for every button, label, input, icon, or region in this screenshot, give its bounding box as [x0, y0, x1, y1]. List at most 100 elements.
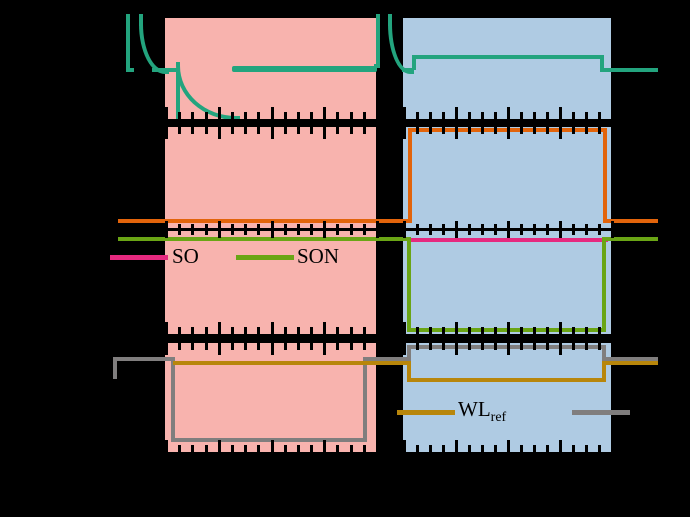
axis-tick [455, 107, 458, 119]
trace-son-seg [407, 328, 605, 332]
axis-tick [442, 343, 445, 350]
axis-tick [559, 322, 562, 334]
axis-tick [403, 107, 406, 119]
axis-middle-panel-mid [165, 228, 376, 231]
axis-tick [611, 440, 614, 452]
axis-tick [376, 221, 379, 228]
axis-tick [257, 445, 260, 452]
axis-tick [468, 224, 471, 228]
axis-tick [284, 231, 287, 235]
axis-tick [481, 112, 484, 119]
axis-tick [494, 231, 497, 235]
axis-tick [429, 224, 432, 228]
trace-son-seg [118, 237, 410, 241]
axis-tick [598, 224, 601, 228]
axis-tick [481, 343, 484, 350]
trace-top-seg [600, 68, 658, 72]
trace-bl-seg [603, 219, 658, 223]
read-window-band [403, 340, 611, 455]
axis-tick [165, 231, 168, 238]
axis-tick [611, 322, 614, 334]
axis-tick [559, 343, 562, 355]
axis-tick [191, 327, 194, 334]
axis-tick [350, 224, 353, 228]
axis-tick [165, 322, 168, 334]
axis-tick [546, 343, 549, 350]
axis-tick [416, 231, 419, 235]
axis-tick [455, 231, 458, 238]
axis-tick [494, 445, 497, 452]
axis-bottom-panel-top [165, 340, 376, 343]
trace-wlref-seg [407, 378, 606, 382]
axis-tick [546, 445, 549, 452]
trace-top-curve [139, 14, 169, 74]
axis-tick [231, 327, 234, 334]
trace-wl-seg [171, 438, 367, 442]
axis-tick [297, 327, 300, 334]
axis-tick [520, 327, 523, 334]
axis-tick [310, 112, 313, 119]
axis-tick [244, 343, 247, 350]
axis-middle-panel-bottom [165, 334, 376, 337]
axis-tick [416, 343, 419, 350]
axis-tick [585, 231, 588, 235]
axis-tick [611, 343, 614, 355]
axis-tick [585, 343, 588, 350]
axis-tick [611, 107, 614, 119]
axis-tick [468, 343, 471, 350]
axis-tick [363, 112, 366, 119]
trace-wl-seg [363, 357, 411, 361]
axis-tick [191, 127, 194, 134]
axis-tick [546, 231, 549, 235]
axis-tick [376, 127, 379, 139]
axis-tick [297, 445, 300, 452]
legend-label-son: SON [297, 244, 340, 268]
axis-tick [520, 112, 523, 119]
axis-tick [257, 231, 260, 235]
axis-tick [572, 231, 575, 235]
legend-swatch-wl [572, 410, 630, 415]
axis-tick [191, 343, 194, 350]
axis-tick [336, 445, 339, 452]
axis-tick [585, 127, 588, 134]
trace-top-seg [412, 55, 603, 59]
axis-tick [572, 445, 575, 452]
axis-tick [191, 445, 194, 452]
trace-son-seg [602, 237, 658, 241]
axis-tick [336, 231, 339, 235]
axis-tick [231, 343, 234, 350]
axis-tick [533, 445, 536, 452]
axis-tick [376, 322, 379, 334]
write-window-band [165, 340, 376, 455]
axis-top-panel [165, 119, 376, 122]
axis-tick [350, 445, 353, 452]
trace-son-seg [602, 237, 606, 332]
axis-tick [231, 445, 234, 452]
axis-tick [205, 224, 208, 228]
axis-tick [363, 231, 366, 235]
axis-tick [520, 343, 523, 350]
axis-tick [165, 343, 168, 355]
trace-top-seg [376, 14, 380, 66]
axis-tick [520, 445, 523, 452]
axis-tick [442, 231, 445, 235]
axis-tick [178, 112, 181, 119]
axis-tick [205, 343, 208, 350]
axis-tick [310, 127, 313, 134]
trace-top-curve [388, 14, 414, 74]
trace-wlref-seg [407, 361, 411, 382]
axis-middle-panel-bottom [403, 334, 611, 337]
axis-tick [376, 440, 379, 452]
axis-middle-panel-mid [403, 228, 611, 231]
axis-tick [442, 445, 445, 452]
axis-tick [533, 127, 536, 134]
axis-tick [481, 231, 484, 235]
axis-tick [455, 322, 458, 334]
axis-tick [507, 221, 510, 228]
axis-tick [585, 224, 588, 228]
axis-tick [416, 224, 419, 228]
axis-tick [218, 343, 221, 355]
axis-tick [442, 327, 445, 334]
axis-tick [363, 445, 366, 452]
axis-tick [323, 107, 326, 119]
